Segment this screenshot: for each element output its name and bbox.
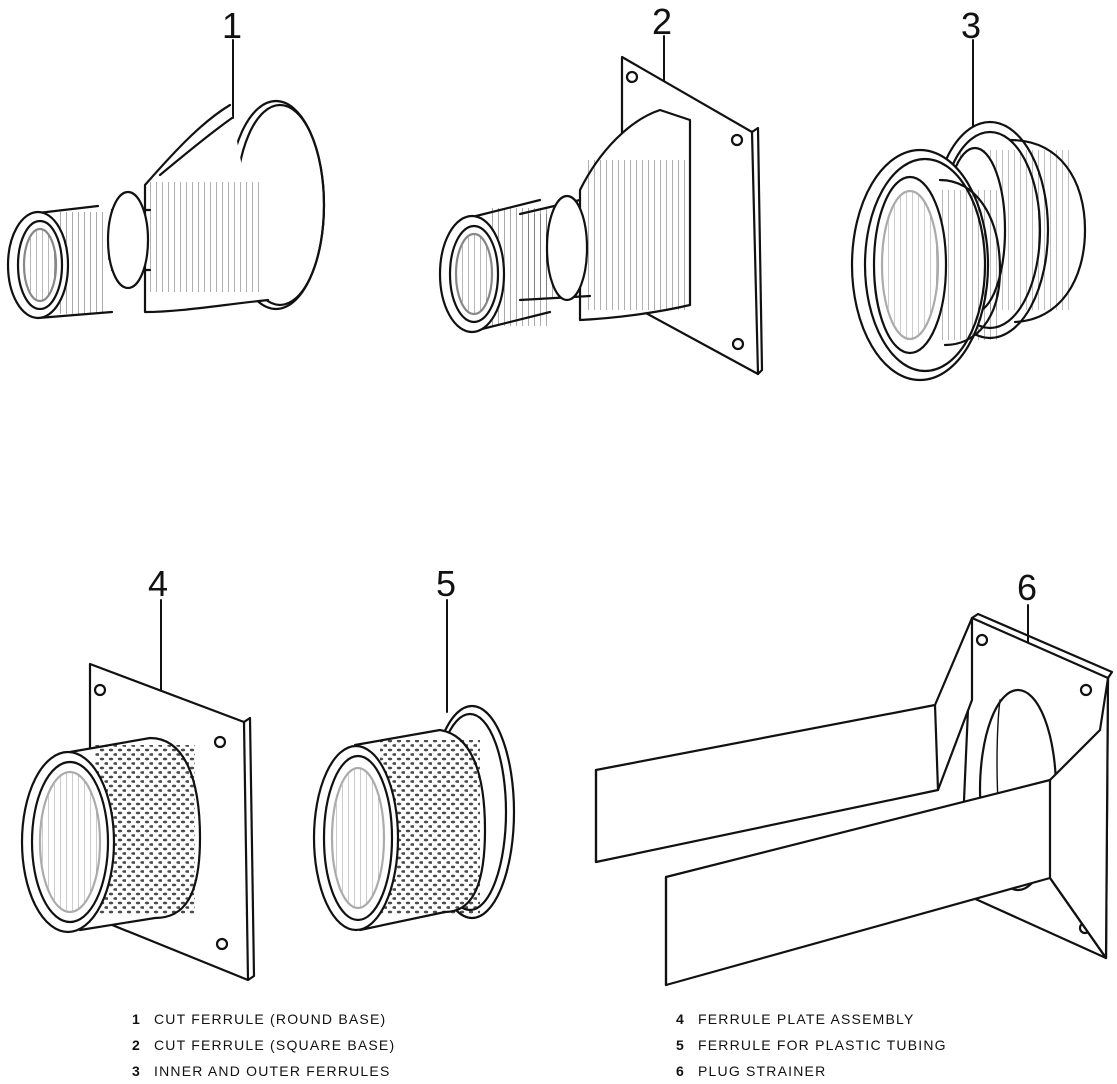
- ferrule-square-base-drawing: [438, 35, 764, 376]
- ferrule-plate-assembly-drawing: [20, 599, 256, 982]
- ferrule-round-base-drawing: [6, 39, 326, 320]
- legend-item-2: 2 CUT FERRULE (SQUARE BASE): [132, 1037, 396, 1053]
- inner-outer-ferrules-drawing: [850, 39, 1087, 382]
- callout-2: 2: [652, 1, 673, 42]
- legend-item-5: 5 FERRULE FOR PLASTIC TUBING: [676, 1037, 947, 1053]
- legend-item-6: 6 PLUG STRAINER: [676, 1063, 827, 1079]
- plug-strainer-drawing: [594, 604, 1114, 987]
- ferrule-plastic-tubing-drawing: [312, 599, 516, 932]
- legend-item-1: 1 CUT FERRULE (ROUND BASE): [132, 1011, 387, 1027]
- callout-5: 5: [436, 563, 457, 604]
- callout-4: 4: [148, 563, 169, 604]
- legend-item-4: 4 FERRULE PLATE ASSEMBLY: [676, 1011, 915, 1027]
- callout-1: 1: [222, 5, 243, 46]
- callout-3: 3: [961, 5, 982, 46]
- callout-6: 6: [1017, 567, 1038, 608]
- legend-right: 4 FERRULE PLATE ASSEMBLY 5 FERRULE FOR P…: [676, 1006, 947, 1084]
- legend-item-3: 3 INNER AND OUTER FERRULES: [132, 1063, 391, 1079]
- legend-left: 1 CUT FERRULE (ROUND BASE) 2 CUT FERRULE…: [132, 1006, 395, 1084]
